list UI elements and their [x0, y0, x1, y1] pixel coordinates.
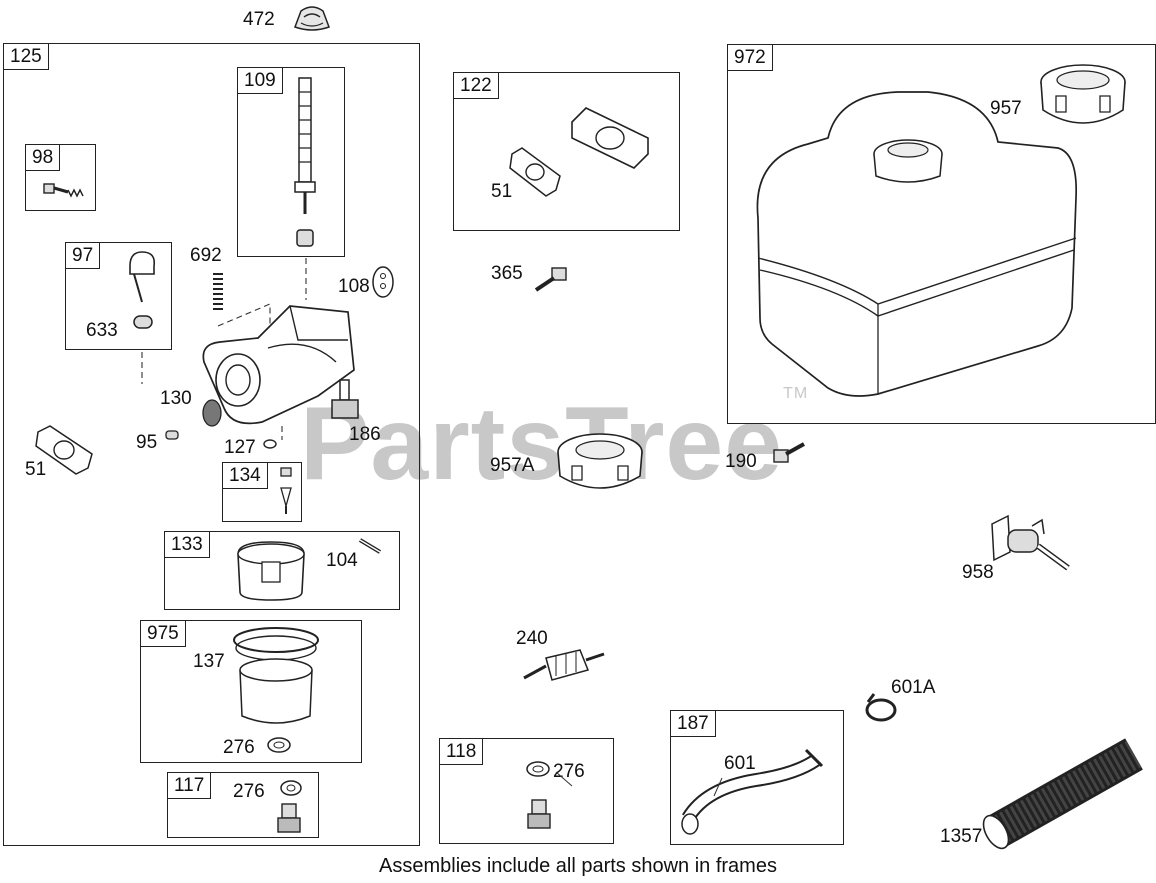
label-51-left: 51: [25, 459, 47, 480]
label-190: 190: [725, 451, 757, 472]
label-957: 957: [990, 98, 1022, 119]
part-601A-drawing: [862, 690, 900, 724]
frame-117-tag: 117: [167, 772, 212, 799]
frame-133-tag: 133: [164, 531, 210, 558]
frame-117: 117: [167, 772, 319, 838]
frame-98: 98: [25, 144, 96, 211]
partstree-watermark: PartsTreeTM: [300, 385, 809, 502]
frame-118: 118: [439, 738, 614, 844]
label-130: 130: [160, 388, 192, 409]
frame-125: 125: [3, 43, 420, 846]
part-692-drawing: [210, 272, 226, 312]
part-117-bolt: [276, 802, 302, 834]
label-365: 365: [491, 263, 523, 284]
label-633: 633: [86, 320, 118, 341]
part-601-fuel-line-drawing: [676, 740, 838, 840]
part-51-left-drawing: [34, 424, 96, 476]
label-601: 601: [724, 753, 756, 774]
part-98-drawing: [42, 180, 84, 206]
part-276-washer-a: [266, 736, 292, 754]
label-958: 958: [962, 562, 994, 583]
frame-122-tag: 122: [453, 72, 499, 99]
part-51-gasket-drawing: [508, 146, 564, 198]
part-122-spacer-drawing: [568, 104, 652, 172]
label-472: 472: [243, 9, 275, 30]
part-104-drawing: [358, 536, 382, 556]
frame-133: 133: [164, 531, 400, 610]
label-95: 95: [136, 432, 158, 453]
part-109-drawing: [285, 72, 325, 248]
label-957A: 957A: [490, 455, 535, 476]
part-365-drawing: [530, 266, 570, 296]
frame-134: 134: [222, 462, 302, 522]
label-276-975: 276: [223, 737, 255, 758]
label-601A: 601A: [891, 677, 936, 698]
part-127-drawing: [262, 438, 278, 450]
label-186: 186: [349, 424, 381, 445]
part-958-drawing: [988, 512, 1072, 578]
part-108-drawing: [370, 264, 396, 300]
part-957-drawing: [1034, 60, 1132, 136]
frame-98-tag: 98: [25, 144, 61, 171]
label-240: 240: [516, 628, 548, 649]
part-240-drawing: [520, 640, 608, 686]
label-276-117: 276: [233, 781, 265, 802]
frame-118-tag: 118: [439, 738, 484, 765]
part-118-bolt: [526, 798, 552, 830]
label-51-122: 51: [491, 181, 513, 202]
frame-97-tag: 97: [65, 242, 101, 269]
part-137-bowl-drawing: [228, 624, 324, 728]
part-276-washer-c: [525, 760, 551, 778]
part-186-drawing: [328, 378, 362, 422]
part-97-drawing: [124, 248, 160, 334]
part-1357-drawing: [982, 738, 1156, 850]
label-108: 108: [338, 276, 370, 297]
part-134-drawing: [277, 466, 295, 518]
part-130-drawing: [200, 398, 224, 428]
frame-109-tag: 109: [237, 67, 283, 94]
frame-187: 187: [670, 710, 844, 845]
label-104: 104: [326, 550, 358, 571]
label-127: 127: [224, 437, 256, 458]
frame-187-tag: 187: [670, 710, 716, 737]
part-957A-drawing: [552, 428, 648, 500]
frame-125-tag: 125: [3, 43, 49, 70]
part-133-drawing: [232, 536, 310, 604]
label-1357: 1357: [940, 826, 983, 847]
frame-122: 122: [453, 72, 680, 231]
frame-975: 975: [140, 620, 362, 763]
part-276-washer-b: [279, 779, 303, 797]
label-137: 137: [193, 651, 225, 672]
frame-97: 97: [65, 242, 172, 350]
frame-975-tag: 975: [140, 620, 186, 647]
label-692: 692: [190, 245, 222, 266]
diagram-caption: Assemblies include all parts shown in fr…: [379, 855, 777, 877]
part-972-tank-drawing: [748, 88, 1088, 404]
frame-972-tag: 972: [727, 44, 773, 71]
frame-109: 109: [237, 67, 345, 257]
part-95-drawing: [164, 428, 180, 442]
part-472-drawing: [291, 3, 333, 33]
part-carburetor-drawing: [198, 300, 363, 430]
part-190-drawing: [768, 438, 808, 468]
frame-134-tag: 134: [222, 462, 268, 489]
